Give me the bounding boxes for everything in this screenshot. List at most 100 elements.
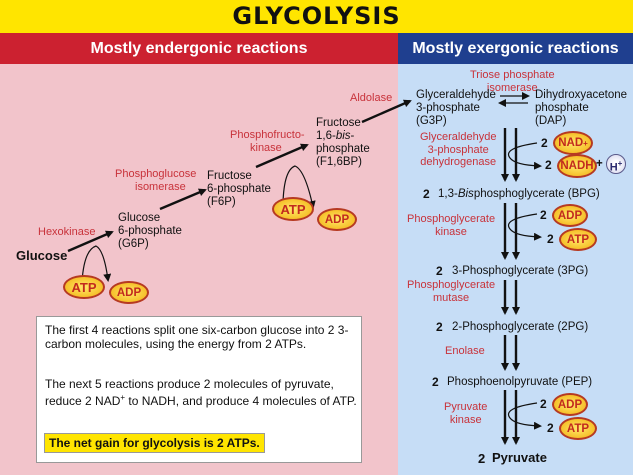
info-p2-start: The next 5 reactions produce 2 molecules… [45, 377, 334, 408]
g3pdh-line3: dehydrogenase [420, 156, 497, 168]
g3pdh-line1: Glyceraldehyde [420, 131, 497, 143]
g6p-line3: (G6P) [118, 238, 149, 250]
plus-sign: + [596, 158, 603, 170]
f6p-line3: (F6P) [207, 196, 236, 208]
hexokinase-curve [81, 245, 112, 283]
nadh-badge: NADH [557, 154, 597, 178]
adp-badge-pk: ADP [552, 393, 588, 416]
adp-coefficient-pk: 2 [540, 397, 547, 411]
g3p-line1: Glyceraldehyde [416, 89, 496, 101]
nad-curve [508, 142, 542, 170]
phosphofructokinase-label: Phosphofructo- kinase [230, 129, 305, 154]
net-gain-callout: The net gain for glycolysis is 2 ATPs. [44, 433, 265, 453]
pg3-label: 3-Phosphoglycerate (3PG) [452, 265, 589, 277]
f16bp-line4: (F1,6BP) [316, 156, 363, 168]
atp-coefficient-pk: 2 [547, 421, 554, 435]
adp-badge-pfk: ADP [317, 208, 357, 231]
pgm-line1: Phosphoglycerate [407, 279, 496, 291]
atp-badge-pgk: ATP [559, 228, 597, 251]
right-header-label: Mostly exergonic reactions [412, 40, 619, 57]
f16bp-bis: bis [335, 130, 351, 142]
f6p-line2: 6-phosphate [207, 183, 271, 195]
diagram-title: GLYCOLYSIS [232, 2, 401, 30]
nad-text: NAD [558, 137, 584, 149]
pgi-line1: Phosphoglucose [115, 168, 197, 180]
nad-badge: NAD+ [553, 131, 593, 155]
pfk-line1: Phosphofructo- [230, 129, 305, 141]
triose-isomerase-label: Triose phosphate isomerase [470, 69, 555, 94]
pgm-line2: mutase [432, 291, 470, 304]
pk-line2: kinase [449, 413, 482, 426]
bpg-kinase-curve [508, 213, 542, 241]
pep-label: Phosphoenolpyruvate (PEP) [447, 376, 593, 388]
f6p-label: Fructose 6-phosphate (F6P) [207, 170, 271, 209]
pyruvate-label: Pyruvate [492, 450, 547, 465]
pyruvate-kinase-label: Pyruvate kinase [444, 401, 487, 426]
bpg-coefficient: 2 [423, 187, 430, 201]
pgk-line2: kinase [435, 225, 467, 238]
pg3-coefficient: 2 [436, 264, 443, 278]
right-header: Mostly exergonic reactions [398, 33, 633, 64]
adp-badge-pgk: ADP [552, 204, 588, 227]
adp-coefficient-pgk: 2 [540, 208, 547, 222]
g6p-line2: 6-phosphate [118, 225, 182, 237]
f16bp-prefix: 1,6- [316, 130, 336, 142]
tpi-line1: Triose phosphate [470, 69, 555, 81]
pg2-label: 2-Phosphoglycerate (2PG) [452, 321, 589, 333]
hydrogen-ion-badge: H+ [606, 154, 626, 174]
f16bp-line3: phosphate [316, 143, 370, 155]
nad-coefficient: 2 [541, 136, 548, 150]
phosphoglycerate-mutase-label: Phosphoglycerate mutase [407, 279, 495, 304]
adp-badge-hexokinase: ADP [109, 281, 149, 304]
pfk-line2: kinase [250, 141, 282, 154]
bpg-prefix: 1,3- [438, 188, 458, 200]
nadh-coefficient: 2 [545, 158, 552, 172]
dap-line3: (DAP) [535, 115, 567, 127]
aldolase-label: Aldolase [350, 92, 393, 104]
pyruvate-kinase-curve [508, 402, 542, 430]
dap-label: Dihydroxyacetone phosphate (DAP) [535, 89, 627, 128]
pyruvate-coefficient: 2 [478, 451, 486, 466]
arrow-g6p-f6p [159, 188, 207, 211]
g6p-label: Glucose 6-phosphate (G6P) [118, 212, 182, 251]
info-p2-end: to NADH, and produce 4 molecules of ATP. [125, 394, 357, 408]
tpi-line2: isomerase [486, 81, 538, 94]
dap-line2: phosphate [535, 102, 589, 114]
h-sup: + [617, 159, 623, 168]
dap-line1: Dihydroxyacetone [535, 89, 628, 101]
g3pdh-line2: 3-phosphate [427, 143, 489, 156]
g3p-line3: (G3P) [416, 115, 447, 127]
f16bp-line1: Fructose [316, 117, 361, 129]
bpg-suffix: phosphoglycerate (BPG) [473, 188, 600, 200]
nad-sup: + [583, 138, 588, 148]
pgi-line2: isomerase [135, 180, 186, 193]
f16bp-label: Fructose 1,6-bis- phosphate (F1,6BP) [316, 117, 370, 169]
pgk-line1: Phosphoglycerate [407, 213, 496, 225]
phosphoglycerate-kinase-label: Phosphoglycerate kinase [407, 213, 495, 238]
pg2-coefficient: 2 [436, 320, 443, 334]
f16bp-dash: - [350, 130, 355, 142]
h-text: H [609, 161, 618, 174]
atp-badge-hexokinase: ATP [63, 275, 105, 299]
g6p-line1: Glucose [118, 212, 161, 224]
hexokinase-label: Hexokinase [38, 226, 96, 238]
atp-badge-pfk: ATP [272, 197, 314, 221]
pfk-curve [282, 165, 316, 209]
bpg-bis: Bis [457, 188, 474, 200]
left-header-label: Mostly endergonic reactions [90, 40, 308, 57]
g3p-dehydrogenase-label: Glyceraldehyde 3-phosphate dehydrogenase [420, 131, 496, 169]
info-paragraph-1: The first 4 reactions split one six-carb… [45, 323, 349, 351]
info-p2-sup: + [120, 393, 126, 402]
info-box: The first 4 reactions split one six-carb… [36, 316, 362, 463]
arrow-glucose-g6p [67, 230, 114, 253]
g3p-line2: 3-phosphate [416, 102, 480, 114]
arrow-f6p-f16bp [255, 143, 309, 169]
title-bar: GLYCOLYSIS [0, 0, 633, 33]
left-header: Mostly endergonic reactions [0, 33, 398, 64]
pep-coefficient: 2 [432, 375, 439, 389]
pk-line1: Pyruvate [444, 401, 488, 413]
bpg-label: 1,3-Bisphosphoglycerate (BPG) [438, 188, 600, 201]
enolase-label: Enolase [445, 345, 485, 357]
g3p-label: Glyceraldehyde 3-phosphate (G3P) [416, 89, 496, 128]
